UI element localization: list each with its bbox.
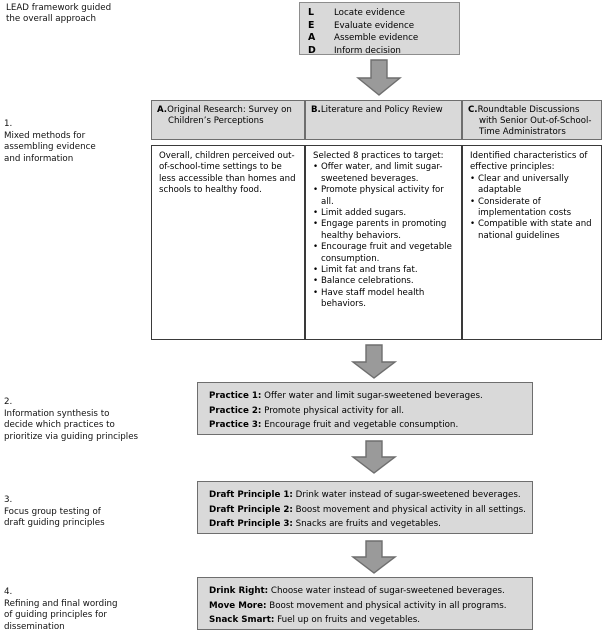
arrow-methods-to-practices-wrap — [351, 344, 397, 380]
step-text-1: Mixed methods for assembling evidence an… — [4, 130, 96, 164]
list-item: Encourage fruit and vegetable consumptio… — [313, 242, 455, 265]
draft-principle-term-2: Draft Principle 2: — [209, 504, 293, 515]
column-b-intro: Selected 8 practices to target: — [313, 151, 444, 161]
down-arrow-icon — [356, 59, 402, 96]
practice-term-3: Practice 3: — [209, 420, 262, 431]
final-principle-text-3: Fuel up on fruits and vegetables. — [274, 615, 421, 626]
final-principles-box: Drink Right: Choose water instead of sug… — [197, 577, 533, 630]
draft-principles-box: Draft Principle 1: Drink water instead o… — [197, 481, 533, 534]
draft-principle-text-2: Boost movement and physical activity in … — [292, 504, 526, 515]
list-item: Engage parents in promoting healthy beha… — [313, 219, 455, 242]
lead-key-a: A — [308, 32, 316, 43]
arrow-draft-to-final-wrap — [351, 540, 397, 575]
step-number-3: 3. — [4, 495, 13, 506]
down-arrow-icon — [351, 540, 397, 574]
practice-text-1: Offer water and limit sugar-sweetened be… — [261, 391, 483, 401]
draft-principle-term-1: Draft Principle 1: — [209, 490, 293, 500]
arrow-lead-to-methods-wrap — [356, 59, 402, 97]
lead-key-d: D — [308, 44, 316, 56]
practice-text-3: Encourage fruit and vegetable consumptio… — [261, 420, 459, 431]
lead-text-locate: Locate evidence — [334, 8, 406, 18]
column-b-body: Selected 8 practices to target: Offer wa… — [305, 145, 462, 340]
column-c-heading: Roundtable Discussions with Senior Out-o… — [477, 105, 592, 138]
lead-row-assemble: A Assemble evidence — [308, 32, 453, 45]
arrow-practices-to-draft-wrap — [351, 440, 397, 475]
list-item: Clear and universally adaptable — [470, 174, 595, 197]
final-principle-line-1: Drink Right: Choose water instead of sug… — [209, 584, 523, 599]
practice-line-2: Practice 2: Promote physical activity fo… — [209, 404, 523, 419]
draft-principle-line-3: Draft Principle 3: Snacks are fruits and… — [209, 517, 523, 532]
draft-principle-term-3: Draft Principle 3: — [209, 519, 293, 530]
draft-principle-text-1: Drink water instead of sugar-sweetened b… — [292, 490, 521, 500]
step-label-2: 2. Information synthesis to decide which… — [4, 386, 169, 443]
practice-line-3: Practice 3: Encourage fruit and vegetabl… — [209, 418, 523, 433]
lead-text-decision: Inform decision — [334, 45, 401, 56]
practice-term-2: Practice 2: — [209, 405, 262, 416]
column-c-intro: Identified characteristics of effective … — [470, 151, 588, 173]
final-principle-line-3: Snack Smart: Fuel up on fruits and veget… — [209, 613, 523, 628]
final-principle-line-2: Move More: Boost movement and physical a… — [209, 599, 523, 614]
column-a-body: Overall, children perceived out-of-schoo… — [151, 145, 305, 340]
column-c-label: C. — [468, 105, 478, 115]
lead-key-l: L — [308, 7, 314, 18]
step-number-1: 1. — [4, 119, 13, 130]
step-label-1: 1. Mixed methods for assembling evidence… — [4, 108, 149, 165]
final-principle-text-1: Choose water instead of sugar-sweetened … — [268, 586, 505, 596]
list-item: Limit added sugars. — [313, 208, 455, 220]
lead-row-locate: L Locate evidence — [308, 7, 453, 20]
column-b-header: B.Literature and Policy Review — [305, 100, 462, 140]
lead-text-assemble: Assemble evidence — [334, 33, 419, 43]
draft-principle-line-1: Draft Principle 1: Drink water instead o… — [209, 488, 523, 503]
practice-term-1: Practice 1: — [209, 391, 262, 401]
down-arrow-icon — [351, 440, 397, 474]
list-item: Balance celebrations. — [313, 276, 455, 288]
column-b-label: B. — [311, 105, 321, 115]
step-number-2: 2. — [4, 397, 13, 408]
step-text-3: Focus group testing of draft guiding pri… — [4, 506, 105, 529]
practice-line-1: Practice 1: Offer water and limit sugar-… — [209, 389, 523, 404]
lead-framework-caption: LEAD framework guided the overall approa… — [6, 3, 112, 25]
column-a-paragraph: Overall, children perceived out-of-schoo… — [159, 151, 296, 196]
practice-text-2: Promote physical activity for all. — [261, 405, 405, 416]
column-a-header: A.Original Research: Survey on Children’… — [151, 100, 305, 140]
lead-key-e: E — [308, 19, 315, 31]
final-principle-text-2: Boost movement and physical activity in … — [266, 600, 507, 611]
column-a-label: A. — [157, 105, 168, 115]
step-number-4: 4. — [4, 587, 13, 598]
list-item: Compatible with state and national guide… — [470, 219, 595, 242]
list-item: Offer water, and limit sugar-sweetened b… — [313, 162, 455, 185]
step-text-4: Refining and final wording of guiding pr… — [4, 598, 118, 632]
list-item: Have staff model health behaviors. — [313, 288, 455, 311]
practices-box: Practice 1: Offer water and limit sugar-… — [197, 382, 533, 435]
list-item: Considerate of implementation costs — [470, 197, 595, 220]
step-label-4: 4. Refining and final wording of guiding… — [4, 576, 169, 633]
final-principle-term-2: Move More: — [209, 600, 267, 611]
list-item: Limit fat and trans fat. — [313, 265, 455, 277]
column-b-heading: Literature and Policy Review — [320, 105, 443, 115]
lead-row-decision: D Inform decision — [308, 45, 453, 58]
down-arrow-icon — [351, 344, 397, 379]
list-item: Promote physical activity for all. — [313, 185, 455, 208]
step-text-2: Information synthesis to decide which pr… — [4, 408, 139, 442]
column-c-bullet-list: Clear and universally adaptable Consider… — [470, 174, 595, 242]
lead-text-evaluate: Evaluate evidence — [334, 20, 415, 31]
column-b-bullet-list: Offer water, and limit sugar-sweetened b… — [313, 162, 455, 310]
column-c-header: C.Roundtable Discussions with Senior Out… — [462, 100, 602, 140]
column-c-body: Identified characteristics of effective … — [462, 145, 602, 340]
column-a-heading: Original Research: Survey on Children’s … — [167, 105, 292, 127]
lead-framework-box: L Locate evidence E Evaluate evidence A … — [299, 2, 460, 58]
draft-principle-text-3: Snacks are fruits and vegetables. — [292, 519, 441, 530]
draft-principle-line-2: Draft Principle 2: Boost movement and ph… — [209, 503, 526, 518]
step-label-3: 3. Focus group testing of draft guiding … — [4, 484, 169, 530]
final-principle-term-3: Snack Smart: — [209, 615, 275, 626]
final-principle-term-1: Drink Right: — [209, 586, 269, 596]
lead-row-evaluate: E Evaluate evidence — [308, 20, 453, 33]
